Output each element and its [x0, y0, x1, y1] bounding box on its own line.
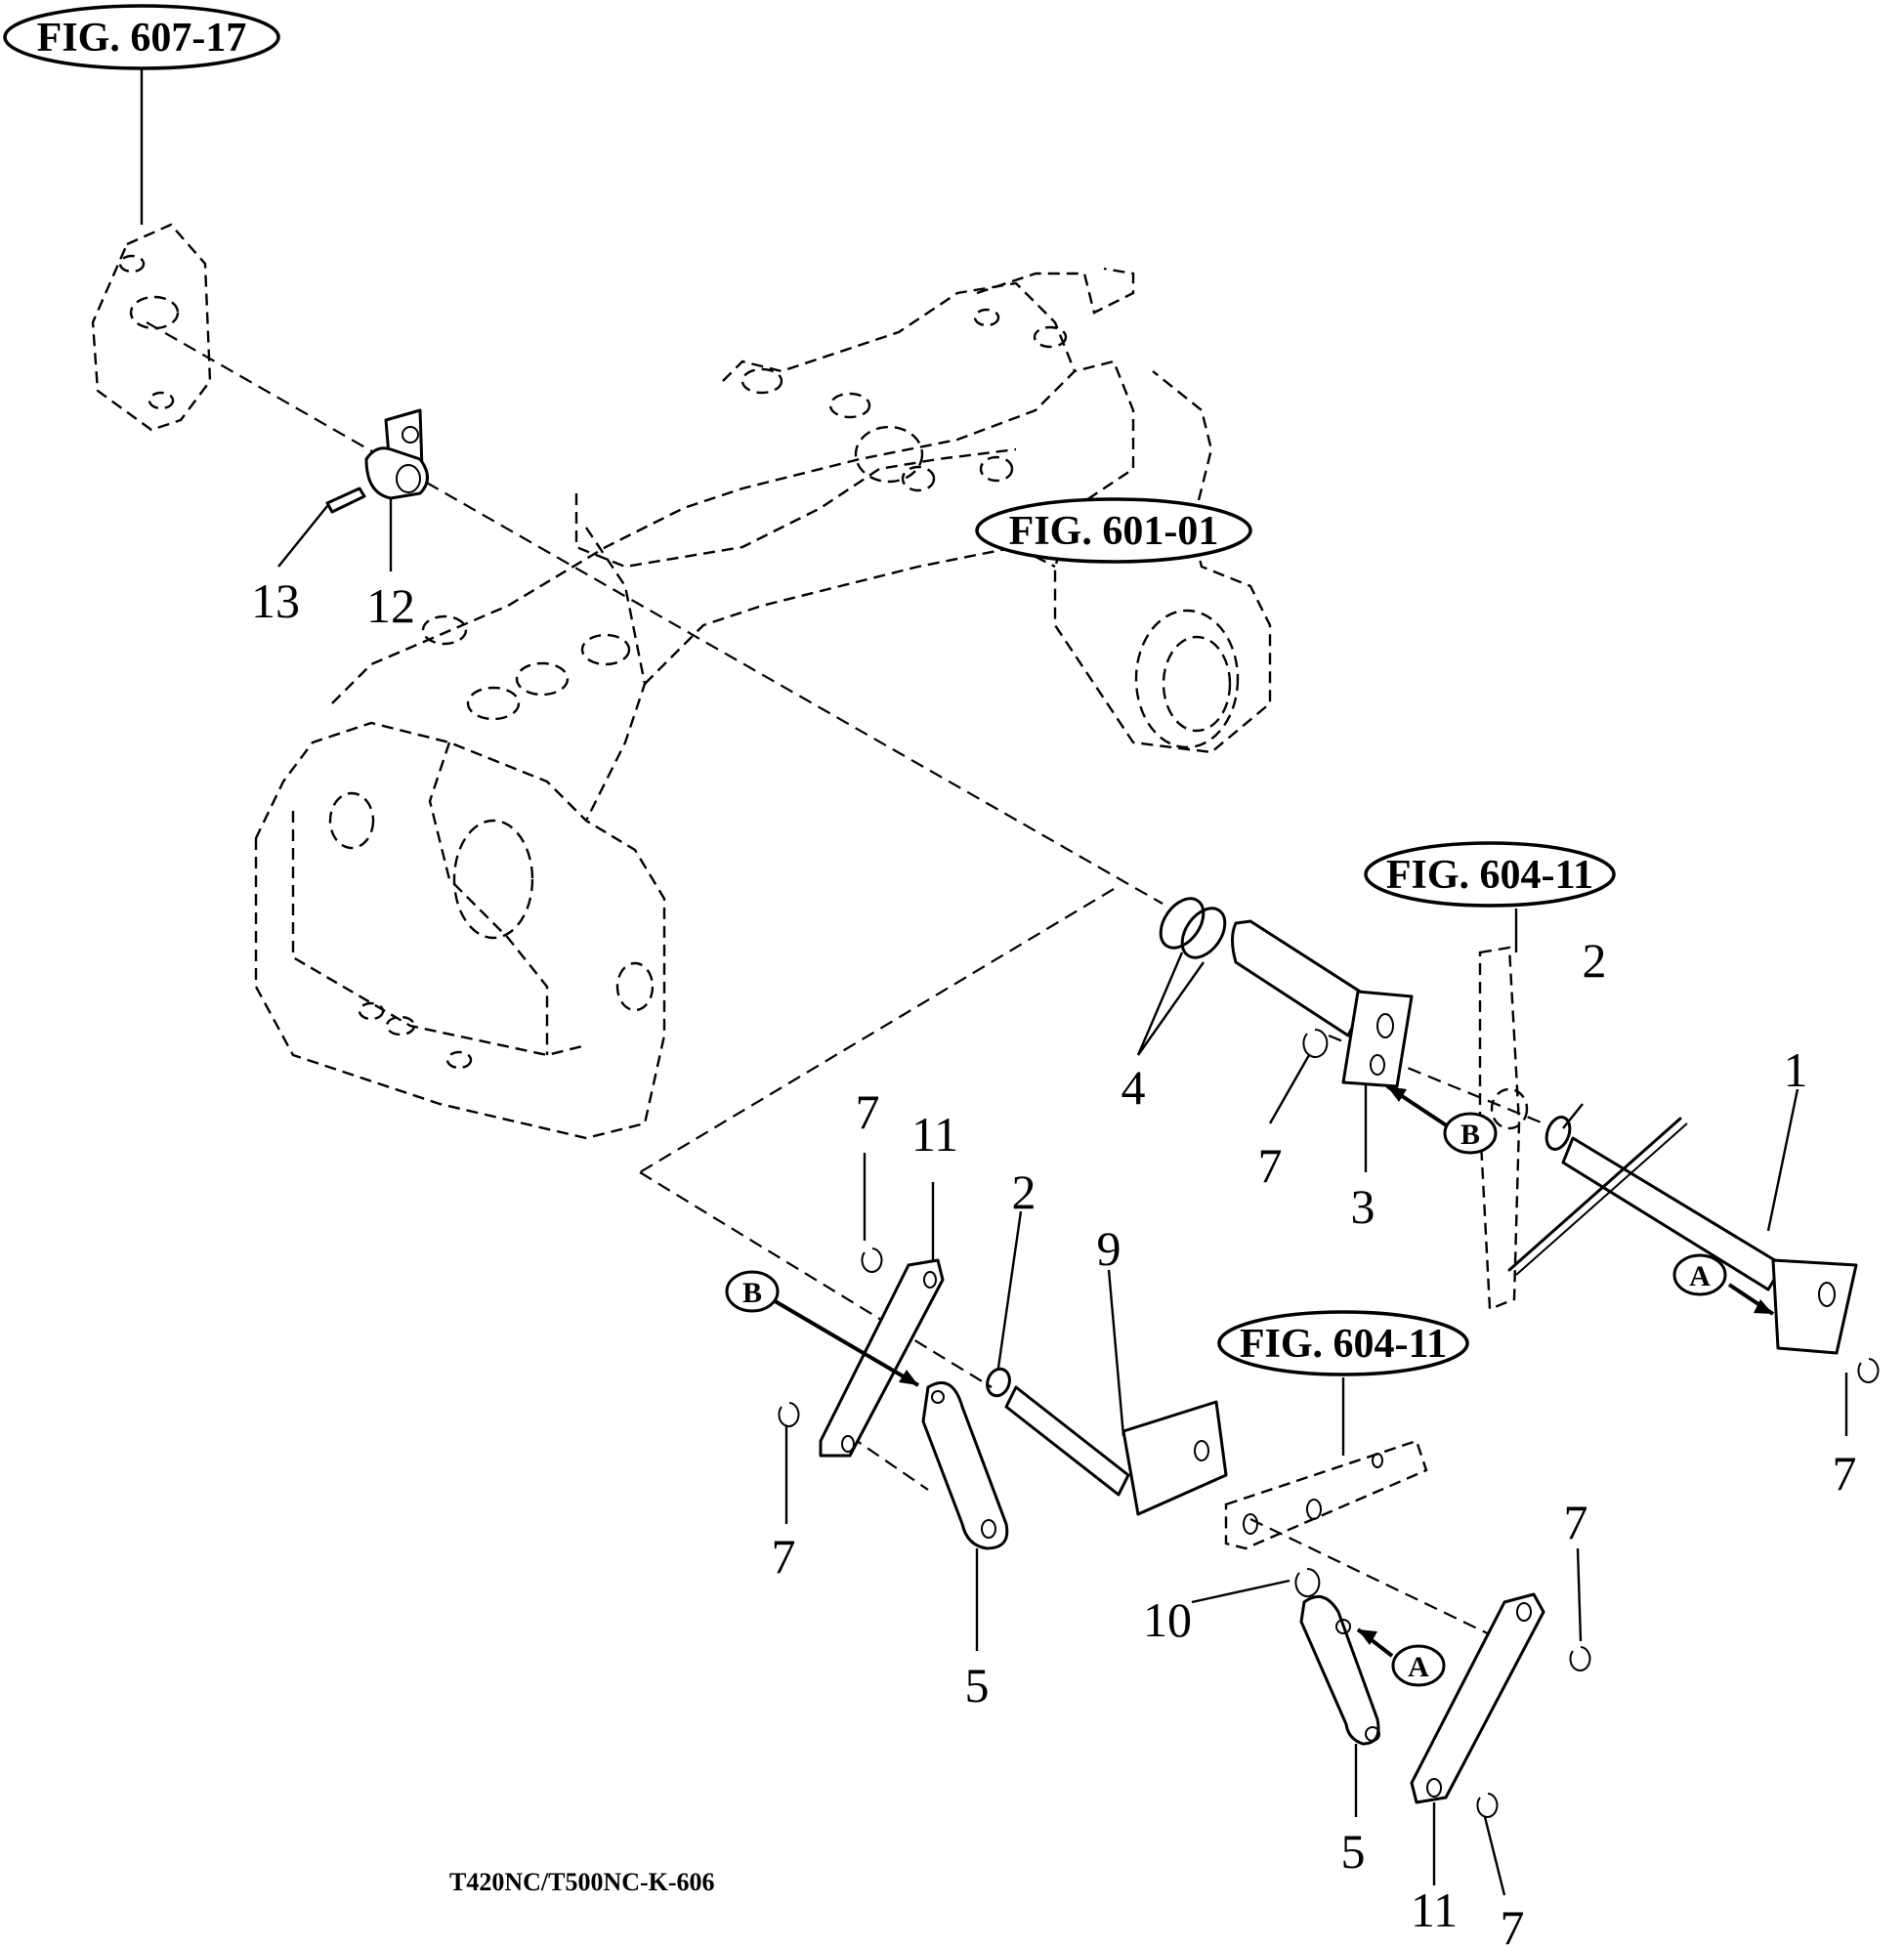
svg-text:A: A	[1408, 1651, 1429, 1683]
part-1-shaft	[1561, 1136, 1858, 1355]
part-label-5-left: 5	[965, 1658, 990, 1713]
part-label-9: 9	[1097, 1221, 1121, 1276]
marker-b-lower: B	[725, 1270, 780, 1313]
part-5-arm-left	[921, 1381, 1009, 1550]
part-label-11-right: 11	[1411, 1883, 1458, 1937]
marker-a-upper: A	[1672, 1253, 1727, 1296]
snap-rings	[778, 1028, 1880, 1818]
part-label-12: 12	[366, 578, 415, 633]
explode-centerlines	[146, 321, 1544, 1652]
lever-phantom-upper	[1478, 946, 1529, 1311]
part-label-7-e: 7	[1564, 1495, 1588, 1549]
part-13-pin	[325, 486, 366, 514]
part-label-11-left: 11	[911, 1107, 958, 1162]
fig-callout-604-11-upper[interactable]: FIG. 604-11	[1364, 841, 1616, 908]
marker-b-upper: B	[1443, 1112, 1498, 1155]
part-label-10: 10	[1143, 1592, 1192, 1647]
part-12-lever-bracket	[364, 408, 429, 500]
part-2-washer-lower	[986, 1367, 1011, 1398]
part-label-7-d: 7	[1833, 1446, 1857, 1501]
svg-text:B: B	[742, 1277, 762, 1309]
part-label-2-lower: 2	[1012, 1164, 1037, 1219]
part-3-shaft	[1231, 919, 1414, 1088]
drawing-reference-caption: T420NC/T500NC-K-606	[449, 1868, 715, 1896]
part-label-7-a: 7	[1258, 1138, 1283, 1193]
part-5-arm-right	[1299, 1594, 1380, 1746]
fig-callout-601-01-label: FIG. 601-01	[1009, 509, 1219, 554]
part-4-o-rings	[1159, 897, 1227, 959]
svg-text:B: B	[1460, 1119, 1480, 1151]
part-9-shaft	[1004, 1385, 1228, 1516]
connection-arrows	[770, 1084, 1775, 1658]
part-11-link-right	[1410, 1592, 1545, 1804]
part-2-washer-upper	[1544, 1116, 1572, 1151]
part-number-labels: 1 2 2 3 4 5 5 7 7 7 7 7 7 9 10 11 11 12 …	[251, 573, 1857, 1946]
fig-callout-601-01[interactable]: FIG. 601-01	[975, 497, 1252, 564]
fig-callout-604-11-upper-label: FIG. 604-11	[1386, 853, 1593, 898]
part-label-1: 1	[1784, 1042, 1808, 1097]
transmission-housing-phantom	[254, 267, 1272, 1140]
fig-callout-604-11-lower-label: FIG. 604-11	[1240, 1322, 1447, 1367]
part-11-link-left	[819, 1258, 945, 1458]
part-label-4: 4	[1121, 1060, 1146, 1115]
spring	[1507, 1117, 1688, 1276]
part-label-7-c: 7	[772, 1529, 796, 1584]
svg-text:A: A	[1689, 1260, 1711, 1292]
part-label-7-b: 7	[856, 1084, 880, 1139]
lever-plate-lower	[1224, 1439, 1428, 1550]
leader-lines	[140, 68, 1848, 1896]
part-label-2-upper: 2	[1583, 933, 1607, 988]
fig-callout-607-17-label: FIG. 607-17	[37, 16, 247, 61]
fig-callout-607-17[interactable]: FIG. 607-17	[3, 4, 280, 70]
part-label-7-f: 7	[1501, 1900, 1525, 1946]
part-label-5-right: 5	[1341, 1824, 1366, 1879]
marker-a-lower: A	[1391, 1644, 1446, 1687]
part-label-13: 13	[251, 573, 300, 628]
gasket-plate-phantom	[91, 223, 212, 432]
fig-callout-604-11-lower[interactable]: FIG. 604-11	[1217, 1310, 1469, 1376]
part-label-3: 3	[1351, 1179, 1375, 1234]
